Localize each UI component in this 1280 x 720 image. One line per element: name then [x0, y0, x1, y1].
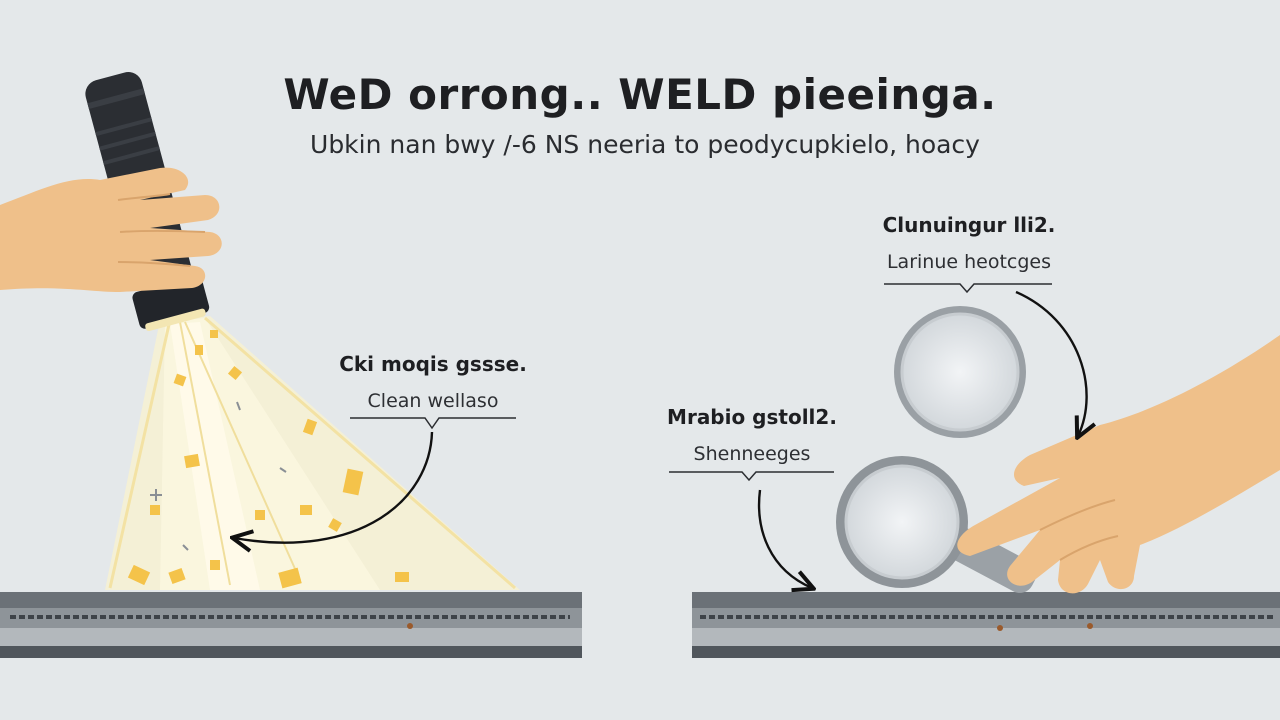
callout-right-top: Clunuingur lli2. Larinue heotcges	[864, 213, 1074, 273]
debris-particles	[127, 330, 409, 589]
page-subtitle: Ubkin nan bwy /-6 NS neeria to peodycupk…	[310, 130, 980, 159]
callout-heading: Cki moqis gssse.	[339, 352, 527, 376]
callout-heading: Mrabio gstoll2.	[667, 405, 837, 429]
debris-sparks	[150, 401, 287, 551]
magnifier-lens-upper	[894, 306, 1026, 438]
arrow-icon	[234, 290, 1087, 588]
callout-lines	[350, 283, 1052, 482]
weld-bar-right	[692, 592, 1280, 658]
callout-heading: Clunuingur lli2.	[882, 213, 1056, 237]
light-beam	[105, 316, 520, 590]
callout-text: Clean wellaso	[367, 390, 499, 412]
callout-right-middle: Mrabio gstoll2. Shenneeges	[650, 405, 854, 465]
callout-text: Larinue heotcges	[886, 251, 1052, 273]
hand-icon	[0, 167, 222, 292]
callout-left-middle: Cki moqis gssse. Clean wellaso	[330, 352, 536, 412]
page-title: WeD orrong.. WELD pieeinga.	[283, 70, 997, 119]
hand-icon-right	[957, 335, 1280, 594]
callout-text: Shenneeges	[693, 443, 811, 465]
weld-bar-left	[0, 592, 582, 658]
